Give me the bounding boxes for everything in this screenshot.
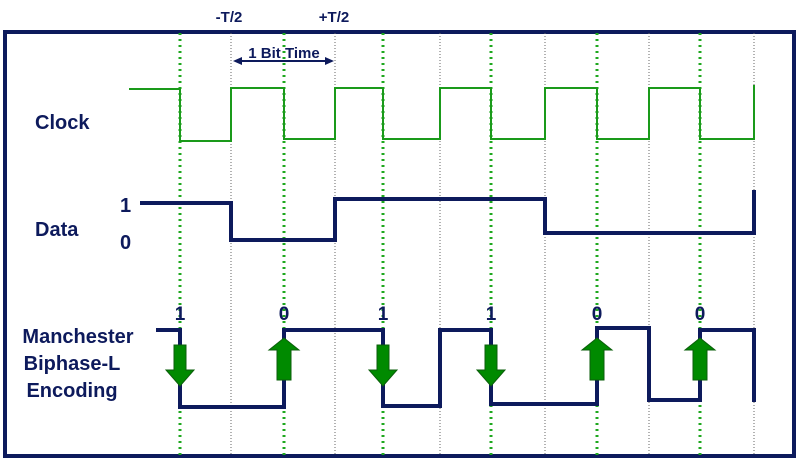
manchester-label-line1: Manchester [22,326,133,348]
data-high-label: 1 [120,195,131,217]
data-label: Data [35,219,79,241]
diagram-frame [3,30,796,458]
bit-markers: 1 0 1 1 0 0 [164,304,717,387]
data-waveform [140,190,756,242]
clock-label: Clock [35,112,90,134]
down-arrow-icon [164,344,196,387]
down-arrow-icon [475,344,507,387]
bit-value-label: 0 [592,304,603,325]
bit-value-label: 1 [486,304,497,325]
plus-half-t-label: +T/2 [319,9,349,26]
bit-value-label: 0 [279,304,290,325]
manchester-label-line2: Biphase-L [24,353,121,375]
mid-bit-gridlines [178,33,702,455]
bit-value-label: 0 [695,304,706,325]
data-low-label: 0 [120,232,131,254]
up-arrow-icon [267,337,301,381]
manchester-label-line3: Encoding [26,380,117,402]
manchester-waveform [156,326,756,409]
down-arrow-icon [367,344,399,387]
bit-time-label: 1 Bit Time [248,45,319,62]
up-arrow-icon [683,337,717,381]
bit-value-label: 1 [175,304,186,325]
clock-waveform [129,85,755,142]
bit-value-label: 1 [378,304,389,325]
up-arrow-icon [580,337,614,381]
minus-half-t-label: -T/2 [216,9,243,26]
bit-time-arrow [233,57,334,65]
